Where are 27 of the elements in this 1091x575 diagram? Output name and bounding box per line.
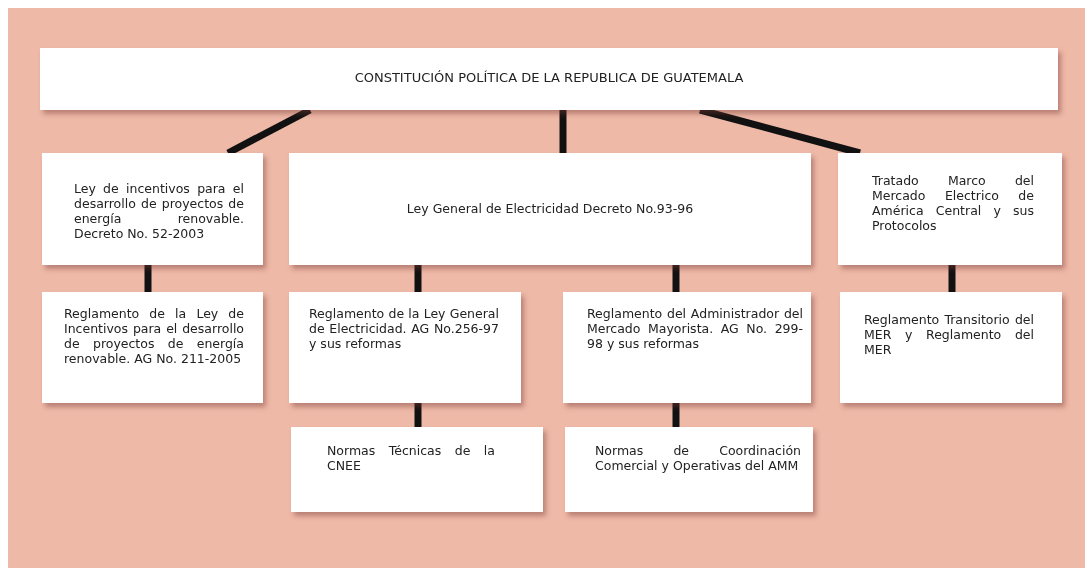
- box-text: Ley de incentivos para el desarrollo de proyectos de energía renovable. Decreto No. 52-2003: [74, 181, 244, 241]
- box-text: Reglamento Transitorio del MER y Reglamento del MER: [864, 312, 1034, 357]
- text-box: [42, 292, 263, 403]
- text-box: [289, 153, 811, 265]
- text-box: [289, 292, 521, 403]
- text-box: [565, 427, 813, 512]
- connector-line: [672, 265, 680, 292]
- box-text: CONSTITUCIÓN POLÍTICA DE LA REPUBLICA DE GUATEMALA: [353, 70, 745, 85]
- connector-line: [948, 265, 956, 292]
- connector-line: [414, 403, 422, 427]
- text-box: [291, 427, 543, 512]
- box-text: Reglamento de la Ley General de Electricidad. AG No.256-97 y sus reformas: [309, 306, 499, 351]
- box-text: Reglamento de la Ley de Incentivos para el desarrollo de proyectos de energía renovable. AG No. 211-2005: [64, 306, 244, 366]
- connector-line: [672, 403, 680, 427]
- text-box: [840, 292, 1062, 403]
- text-box: [838, 153, 1062, 265]
- text-box: [40, 48, 1058, 110]
- box-text: Tratado Marco del Mercado Electrico de América Central y sus Protocolos: [872, 173, 1034, 233]
- text-box: [563, 292, 811, 403]
- box-text: Reglamento del Administrador del Mercado Mayorista. AG No. 299-98 y sus reformas: [587, 306, 803, 351]
- text-box: [42, 153, 263, 265]
- connector-line: [559, 110, 567, 153]
- connector-line: [414, 265, 422, 292]
- connector-line: [144, 265, 152, 292]
- box-text: Normas Técnicas de la CNEE: [327, 443, 495, 473]
- box-text: Ley General de Electricidad Decreto No.93-96: [405, 201, 695, 216]
- box-text: Normas de Coordinación Comercial y Operativas del AMM: [595, 443, 801, 473]
